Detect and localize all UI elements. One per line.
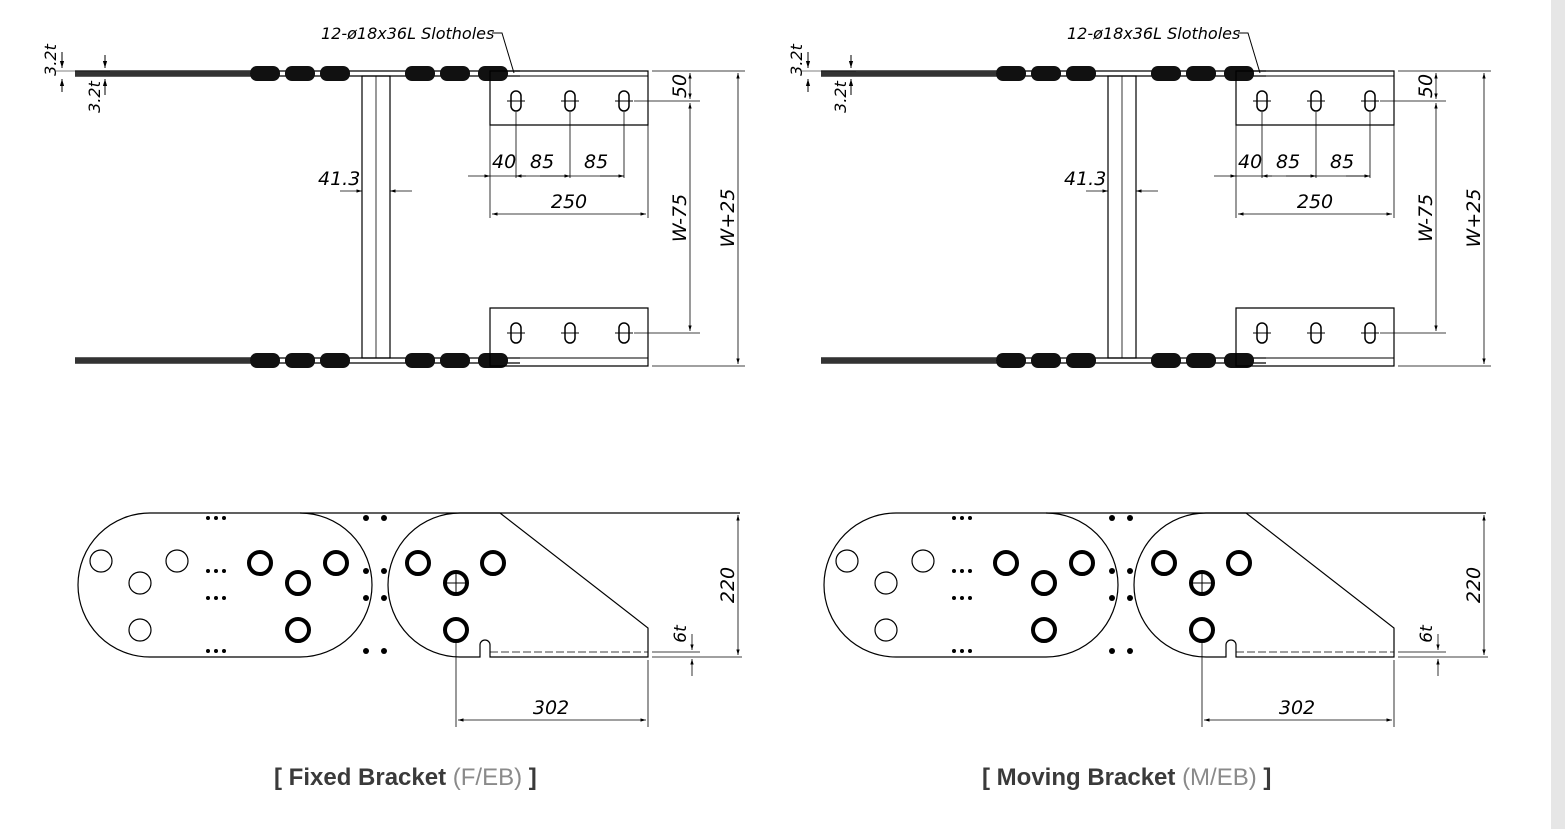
dim-220: 220	[717, 567, 739, 603]
dim-302: 302	[1279, 697, 1315, 719]
caption-code: (M/EB)	[1182, 764, 1257, 791]
dim-w-plus-25: W+25	[1463, 189, 1485, 248]
fixed-bracket-drawing: 12-ø18x36L Slotholes 3.2t 3.2t 41.3 40 8…	[41, 24, 745, 727]
dim-250: 250	[1297, 191, 1333, 213]
slothole-callout: 12-ø18x36L Slotholes	[1067, 24, 1240, 43]
caption-bracket-open: [	[274, 764, 289, 791]
dim-6t: 6t	[1417, 624, 1437, 643]
caption-bracket-close: ]	[1256, 764, 1272, 791]
caption-name: Moving Bracket	[996, 764, 1176, 791]
dim-40: 40	[1238, 151, 1262, 173]
dim-w-minus-75: W-75	[669, 194, 691, 242]
dim-w-minus-75: W-75	[1415, 194, 1437, 242]
caption-bracket-open: [	[982, 764, 997, 791]
dim-50: 50	[1415, 74, 1437, 98]
dim-85-a: 85	[530, 151, 554, 173]
caption-name: Fixed Bracket	[288, 764, 447, 791]
dim-thickness-bottom: 3.2t	[831, 80, 850, 112]
dim-85-b: 85	[584, 151, 608, 173]
dim-41-3: 41.3	[1064, 168, 1106, 190]
dim-40: 40	[492, 151, 516, 173]
fixed-bracket-caption: [ Fixed Bracket (F/EB) ]	[274, 764, 537, 792]
page-edge	[1551, 0, 1565, 829]
dim-6t: 6t	[671, 624, 691, 643]
dim-220: 220	[1463, 567, 1485, 603]
dim-302: 302	[533, 697, 569, 719]
dim-50: 50	[669, 74, 691, 98]
dim-85-b: 85	[1330, 151, 1354, 173]
moving-bracket-drawing: 12-ø18x36L Slotholes 3.2t 3.2t 41.3 40 8…	[787, 24, 1491, 727]
dim-thickness-top: 3.2t	[787, 43, 806, 75]
caption-code: (F/EB)	[452, 764, 523, 791]
caption-bracket-close: ]	[522, 764, 537, 791]
slothole-callout: 12-ø18x36L Slotholes	[321, 24, 494, 43]
dim-250: 250	[551, 191, 587, 213]
dim-w-plus-25: W+25	[717, 189, 739, 248]
dim-85-a: 85	[1276, 151, 1300, 173]
dim-thickness-top: 3.2t	[41, 43, 60, 75]
dim-thickness-bottom: 3.2t	[85, 80, 104, 112]
dim-41-3: 41.3	[318, 168, 360, 190]
moving-bracket-caption: [ Moving Bracket (M/EB) ]	[982, 764, 1271, 792]
